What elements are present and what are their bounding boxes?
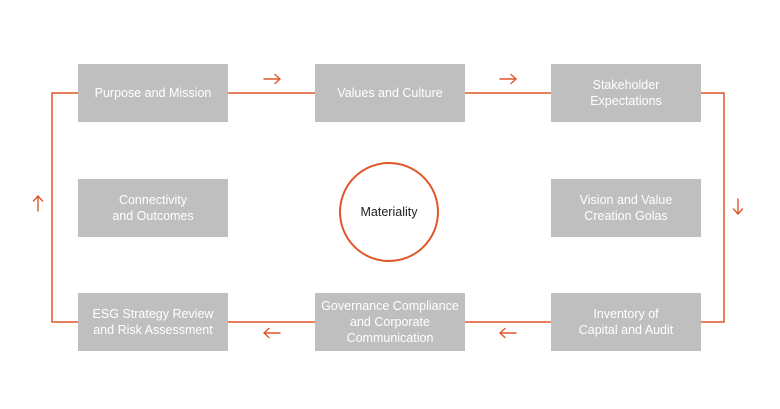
box-esg-strategy-review: ESG Strategy Review and Risk Assessment (78, 293, 228, 351)
connector-right-loop (701, 92, 725, 323)
box-governance-compliance: Governance Compliance and Corporate Comm… (315, 293, 465, 351)
box-connectivity-and-outcomes: Connectivity and Outcomes (78, 179, 228, 237)
materiality-label: Materiality (360, 205, 418, 219)
arrow-left-icon (499, 327, 517, 339)
materiality-circle: Materiality (339, 162, 439, 262)
arrow-right-icon (263, 73, 281, 85)
arrow-left-icon (263, 327, 281, 339)
arrow-down-icon (732, 198, 744, 215)
arrow-up-icon (32, 195, 44, 212)
box-purpose-and-mission: Purpose and Mission (78, 64, 228, 122)
box-inventory-of-capital: Inventory of Capital and Audit (551, 293, 701, 351)
connector-left-loop (51, 92, 78, 323)
box-vision-and-value-creation-goals: Vision and Value Creation Golas (551, 179, 701, 237)
arrow-right-icon (499, 73, 517, 85)
box-stakeholder-expectations: Stakeholder Expectations (551, 64, 701, 122)
box-values-and-culture: Values and Culture (315, 64, 465, 122)
